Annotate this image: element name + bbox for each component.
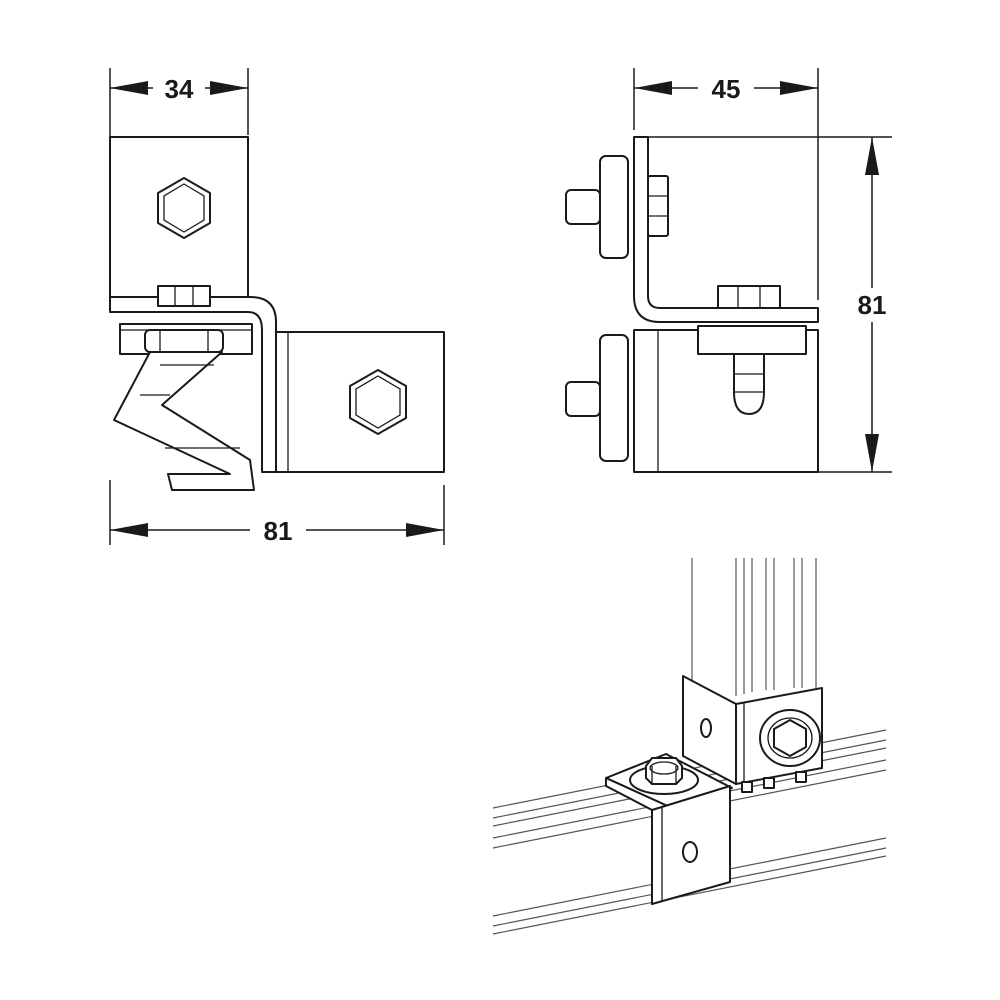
dim-front-top-width: 34: [109, 68, 249, 150]
side-upper-washer: [599, 155, 629, 259]
dim-side-width: 45: [633, 68, 819, 300]
iso-upper-bracket-bolt: [759, 709, 821, 767]
iso-upper-foot-a: [741, 781, 753, 793]
iso-vertical-post: [691, 558, 817, 696]
iso-lower-bracket-bolt: [629, 757, 699, 795]
iso-upper-foot-c: [795, 771, 807, 783]
side-lower-washer: [599, 334, 629, 462]
side-upper-stud: [565, 189, 601, 225]
front-clamp-block: [144, 329, 224, 353]
dim-label-81-bottom: 81: [264, 516, 293, 546]
front-view: [109, 136, 445, 491]
front-side-hex-bolt: [349, 369, 407, 435]
dim-label-45: 45: [712, 74, 741, 104]
dim-side-height: 81: [648, 136, 896, 473]
front-hammer-head: [113, 351, 255, 491]
front-top-hex-bolt: [157, 177, 211, 239]
isometric-view: [492, 558, 887, 935]
dim-front-bottom-width: 81: [109, 480, 445, 546]
side-upper-nut: [647, 175, 669, 237]
dim-label-34: 34: [165, 74, 194, 104]
side-bolt-tip: [733, 353, 765, 415]
iso-upper-foot-b: [763, 777, 775, 789]
side-bracket-profile: [633, 136, 819, 323]
iso-upper-bracket-hole: [700, 718, 712, 738]
iso-lower-bracket-hole: [682, 841, 698, 863]
side-view: [565, 136, 819, 473]
front-bent-flange: [109, 296, 277, 473]
side-clamp-washer: [697, 325, 807, 355]
side-flange-nut: [717, 285, 781, 309]
front-flange-nut: [157, 285, 211, 307]
dim-label-81-side: 81: [858, 290, 887, 320]
side-lower-stud: [565, 381, 601, 417]
